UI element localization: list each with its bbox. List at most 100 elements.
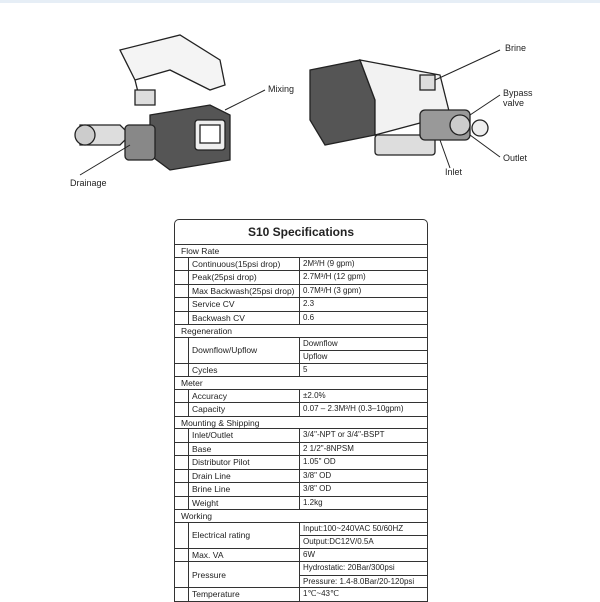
row-values: 0.7M³/H (3 gpm) xyxy=(300,285,427,298)
row-value: 1℃~43℃ xyxy=(303,589,339,598)
table-row: Max Backwash(25psi drop)0.7M³/H (3 gpm) xyxy=(175,284,427,298)
row-label: Cycles xyxy=(189,363,300,376)
row-values: 6W xyxy=(300,549,427,562)
row-value: 2M³/H (9 gpm) xyxy=(303,258,355,268)
row-label: Service CV xyxy=(189,298,300,311)
row-value: 3/8" OD xyxy=(303,470,332,480)
row-value: 1.05" OD xyxy=(303,457,336,466)
row-value: 6W xyxy=(303,549,315,559)
row-value: 5 xyxy=(303,364,308,374)
row-label: Brine Line xyxy=(189,483,300,496)
row-label: Backwash CV xyxy=(189,311,300,324)
section-header: Regeneration xyxy=(175,325,427,338)
row-label: Weight xyxy=(189,496,300,509)
row-values: 5 xyxy=(300,364,427,377)
indent-cell xyxy=(175,429,189,442)
row-values: 1.2kg xyxy=(300,497,427,510)
row-value: 2.7M³/H (12 gpm) xyxy=(303,272,366,281)
indent-cell xyxy=(175,298,189,311)
indent-cell xyxy=(175,588,189,601)
section-header: Flow Rate xyxy=(175,245,427,258)
indent-cell xyxy=(175,562,189,587)
row-label: Max Backwash(25psi drop) xyxy=(189,284,300,297)
table-row: Continuous(15psi drop)2M³/H (9 gpm) xyxy=(175,257,427,271)
row-values: 3/8" OD xyxy=(300,470,427,483)
indent-cell xyxy=(175,389,189,402)
indent-cell xyxy=(175,469,189,482)
callout-bypass-valve: Bypass valve xyxy=(503,88,533,108)
indent-cell xyxy=(175,403,189,416)
section-header: Mounting & Shipping xyxy=(175,417,427,429)
row-label: Electrical rating xyxy=(189,522,300,548)
indent-cell xyxy=(175,271,189,284)
indent-cell xyxy=(175,257,189,270)
row-value: 0.7M³/H (3 gpm) xyxy=(303,285,362,295)
row-label: Downflow/Upflow xyxy=(189,337,300,363)
row-values: 2.7M³/H (12 gpm) xyxy=(300,271,427,284)
row-values: 2 1/2"-8NPSM xyxy=(300,443,427,456)
row-label: Inlet/Outlet xyxy=(189,429,300,442)
row-values: 3/4"-NPT or 3/4"-BSPT xyxy=(300,429,427,442)
indent-cell xyxy=(175,311,189,324)
indent-cell xyxy=(175,456,189,469)
indent-cell xyxy=(175,522,189,548)
row-value: 0.6 xyxy=(303,312,315,322)
row-label: Distributor Pilot xyxy=(189,456,300,469)
valve-illustration-assembled xyxy=(309,49,501,169)
section-header: Working xyxy=(175,510,427,523)
row-value: Hydrostatic: 20Bar/300psi xyxy=(303,563,395,572)
top-border xyxy=(0,0,600,3)
row-value: Pressure: 1.4-8.0Bar/20-120psi xyxy=(300,574,427,588)
row-values: 0.07 – 2.3M³/H (0.3–10gpm) xyxy=(300,403,427,416)
row-label: Max. VA xyxy=(189,548,300,561)
callout-outlet: Outlet xyxy=(503,153,528,163)
row-label: Capacity xyxy=(189,403,300,416)
table-row: Accuracy±2.0% xyxy=(175,389,427,403)
indent-cell xyxy=(175,337,189,363)
row-label: Continuous(15psi drop) xyxy=(189,257,300,270)
row-label: Accuracy xyxy=(189,389,300,402)
row-label: Drain Line xyxy=(189,469,300,482)
indent-cell xyxy=(175,363,189,376)
row-value: ±2.0% xyxy=(303,390,326,400)
row-values: 2M³/H (9 gpm) xyxy=(300,258,427,271)
row-values: 2.3 xyxy=(300,298,427,311)
callout-mixing: Mixing xyxy=(268,84,295,94)
row-label: Temperature xyxy=(189,588,300,601)
row-values: ±2.0% xyxy=(300,390,427,403)
row-value: Upflow xyxy=(300,350,427,363)
row-value: Downflow xyxy=(303,338,338,348)
table-title: S10 Specifications xyxy=(175,220,427,245)
row-values: 1.05" OD xyxy=(300,456,427,469)
table-row: Peak(25psi drop)2.7M³/H (12 gpm) xyxy=(175,271,427,285)
row-value: 1.2kg xyxy=(303,497,323,507)
row-value: 2 1/2"-8NPSM xyxy=(303,443,354,453)
row-values: 0.6 xyxy=(300,312,427,325)
row-value: 0.07 – 2.3M³/H (0.3–10gpm) xyxy=(303,404,404,413)
row-value: 2.3 xyxy=(303,299,315,308)
row-values: 1℃~43℃ xyxy=(300,588,427,601)
row-value: 3/8" OD xyxy=(303,484,332,493)
row-value: 3/4"-NPT or 3/4"-BSPT xyxy=(303,430,385,439)
indent-cell xyxy=(175,442,189,455)
valve-illustration-exploded xyxy=(74,34,266,176)
indent-cell xyxy=(175,284,189,297)
callout-brine: Brine xyxy=(505,43,527,53)
row-value: Input:100~240VAC 50/60HZ xyxy=(303,523,404,533)
